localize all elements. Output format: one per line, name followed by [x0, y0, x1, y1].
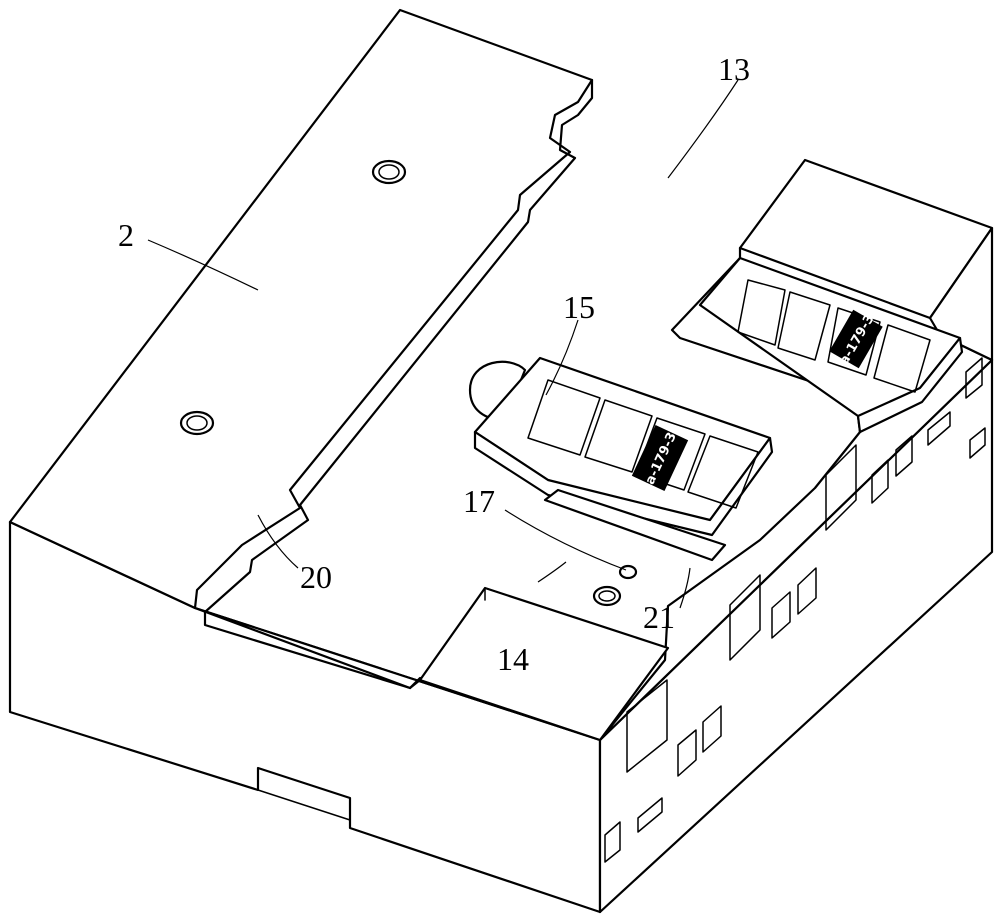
- window-m: [604, 821, 621, 863]
- window-j: [677, 729, 697, 777]
- window-n: [969, 427, 986, 459]
- callout-labels: 2 13 14 15 17 20 21: [118, 51, 750, 677]
- front-slot-1: [527, 379, 601, 456]
- window-b: [871, 459, 889, 504]
- callout-14: 14: [497, 641, 529, 677]
- leader-17: [504, 509, 627, 571]
- window-c: [895, 435, 913, 477]
- small-hole-17: [618, 564, 638, 580]
- mounting-hole-rear: [371, 159, 407, 185]
- callout-17: 17: [463, 483, 495, 519]
- rear-block: [670, 158, 994, 400]
- callout-2: 2: [118, 217, 134, 253]
- connector-rail: [543, 488, 727, 562]
- window-g: [771, 591, 791, 639]
- leader-lines: [147, 79, 739, 609]
- callout-21: 21: [643, 599, 675, 635]
- front-connector-base: [473, 430, 774, 537]
- window-e: [965, 357, 983, 399]
- window-a: [825, 444, 857, 531]
- mounting-hole-front: [179, 410, 215, 436]
- cover-step-edge: [203, 78, 594, 690]
- window-l: [637, 797, 663, 833]
- rear-slot-4: [873, 324, 931, 393]
- callout-20: 20: [300, 559, 332, 595]
- front-slot-4: [687, 435, 759, 509]
- side-windows: [604, 357, 986, 863]
- window-h: [797, 567, 817, 615]
- callout-13: 13: [718, 51, 750, 87]
- front-stamp-plate: [631, 425, 689, 491]
- rear-slot-2: [777, 291, 831, 361]
- cover-top: [8, 8, 594, 610]
- mounting-hole-rear-inner: [378, 164, 400, 180]
- cover-plate: [8, 8, 594, 713]
- window-k: [702, 705, 722, 753]
- rear-connector: a-179-3: [698, 256, 964, 434]
- leader-13: [667, 79, 739, 179]
- front-slot-2: [584, 399, 653, 473]
- rear-stamp-plate: [829, 309, 883, 369]
- connector-boss: [468, 360, 527, 422]
- front-connector: a-179-3: [468, 356, 774, 562]
- screw-hole-inner: [598, 590, 616, 602]
- front-connector-body: [473, 356, 772, 522]
- front-block-top: [418, 586, 670, 742]
- front-block: [408, 586, 670, 742]
- rear-connector-base: [856, 336, 964, 434]
- window-d: [927, 411, 951, 446]
- callout-15: 15: [563, 289, 595, 325]
- rear-block-front-edge: [670, 246, 862, 400]
- leader-20: [257, 514, 299, 569]
- leader-2: [147, 239, 259, 291]
- rear-slot-1: [737, 279, 786, 346]
- screw-hole: [592, 585, 622, 607]
- leader-15: [545, 319, 579, 396]
- window-i: [626, 679, 668, 773]
- bottom-notch: [257, 767, 351, 821]
- window-f: [729, 574, 761, 661]
- mounting-hole-front-inner: [186, 415, 208, 431]
- front-block-edge: [408, 678, 422, 690]
- leader-21: [679, 567, 691, 609]
- leader-14: [537, 561, 567, 583]
